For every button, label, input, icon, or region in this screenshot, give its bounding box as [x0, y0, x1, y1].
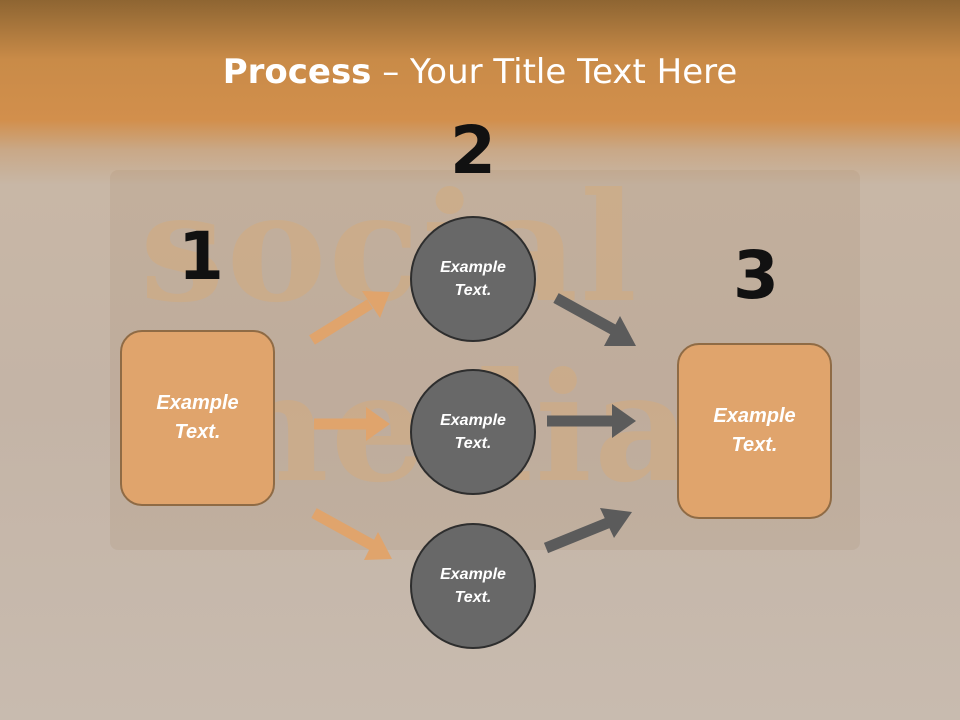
circle-bottom-line1: Example: [440, 566, 506, 583]
arrow-orange-down: [311, 508, 392, 560]
circle-top-line1: Example: [440, 259, 506, 276]
step-number-2: 2: [450, 112, 496, 189]
title-rest: – Your Title Text Here: [371, 52, 738, 92]
step-number-1: 1: [178, 218, 224, 295]
process-circle-middle[interactable]: Example Text.: [410, 369, 536, 495]
output-box[interactable]: Example Text.: [677, 343, 832, 519]
background-word-social: social: [140, 160, 639, 336]
input-box[interactable]: Example Text.: [120, 330, 275, 506]
output-box-line1: Example: [713, 405, 796, 427]
step-number-3: 3: [733, 237, 779, 314]
arrow-gray-right: [547, 404, 636, 438]
output-box-line2: Text.: [731, 434, 778, 456]
title-bold: Process: [222, 52, 372, 92]
arrow-gray-up: [543, 508, 632, 554]
input-box-line2: Text.: [174, 421, 221, 443]
input-box-line1: Example: [156, 392, 239, 414]
process-circle-bottom[interactable]: Example Text.: [410, 523, 536, 649]
slide-title: Process – Your Title Text Here: [0, 52, 960, 92]
arrow-orange-right: [314, 407, 390, 441]
circle-top-line2: Text.: [454, 282, 492, 299]
process-circle-top[interactable]: Example Text.: [410, 216, 536, 342]
circle-bottom-line2: Text.: [454, 589, 492, 606]
circle-middle-line1: Example: [440, 412, 506, 429]
arrow-orange-up: [309, 291, 390, 345]
circle-middle-line2: Text.: [454, 435, 492, 452]
arrow-gray-down: [553, 293, 636, 346]
